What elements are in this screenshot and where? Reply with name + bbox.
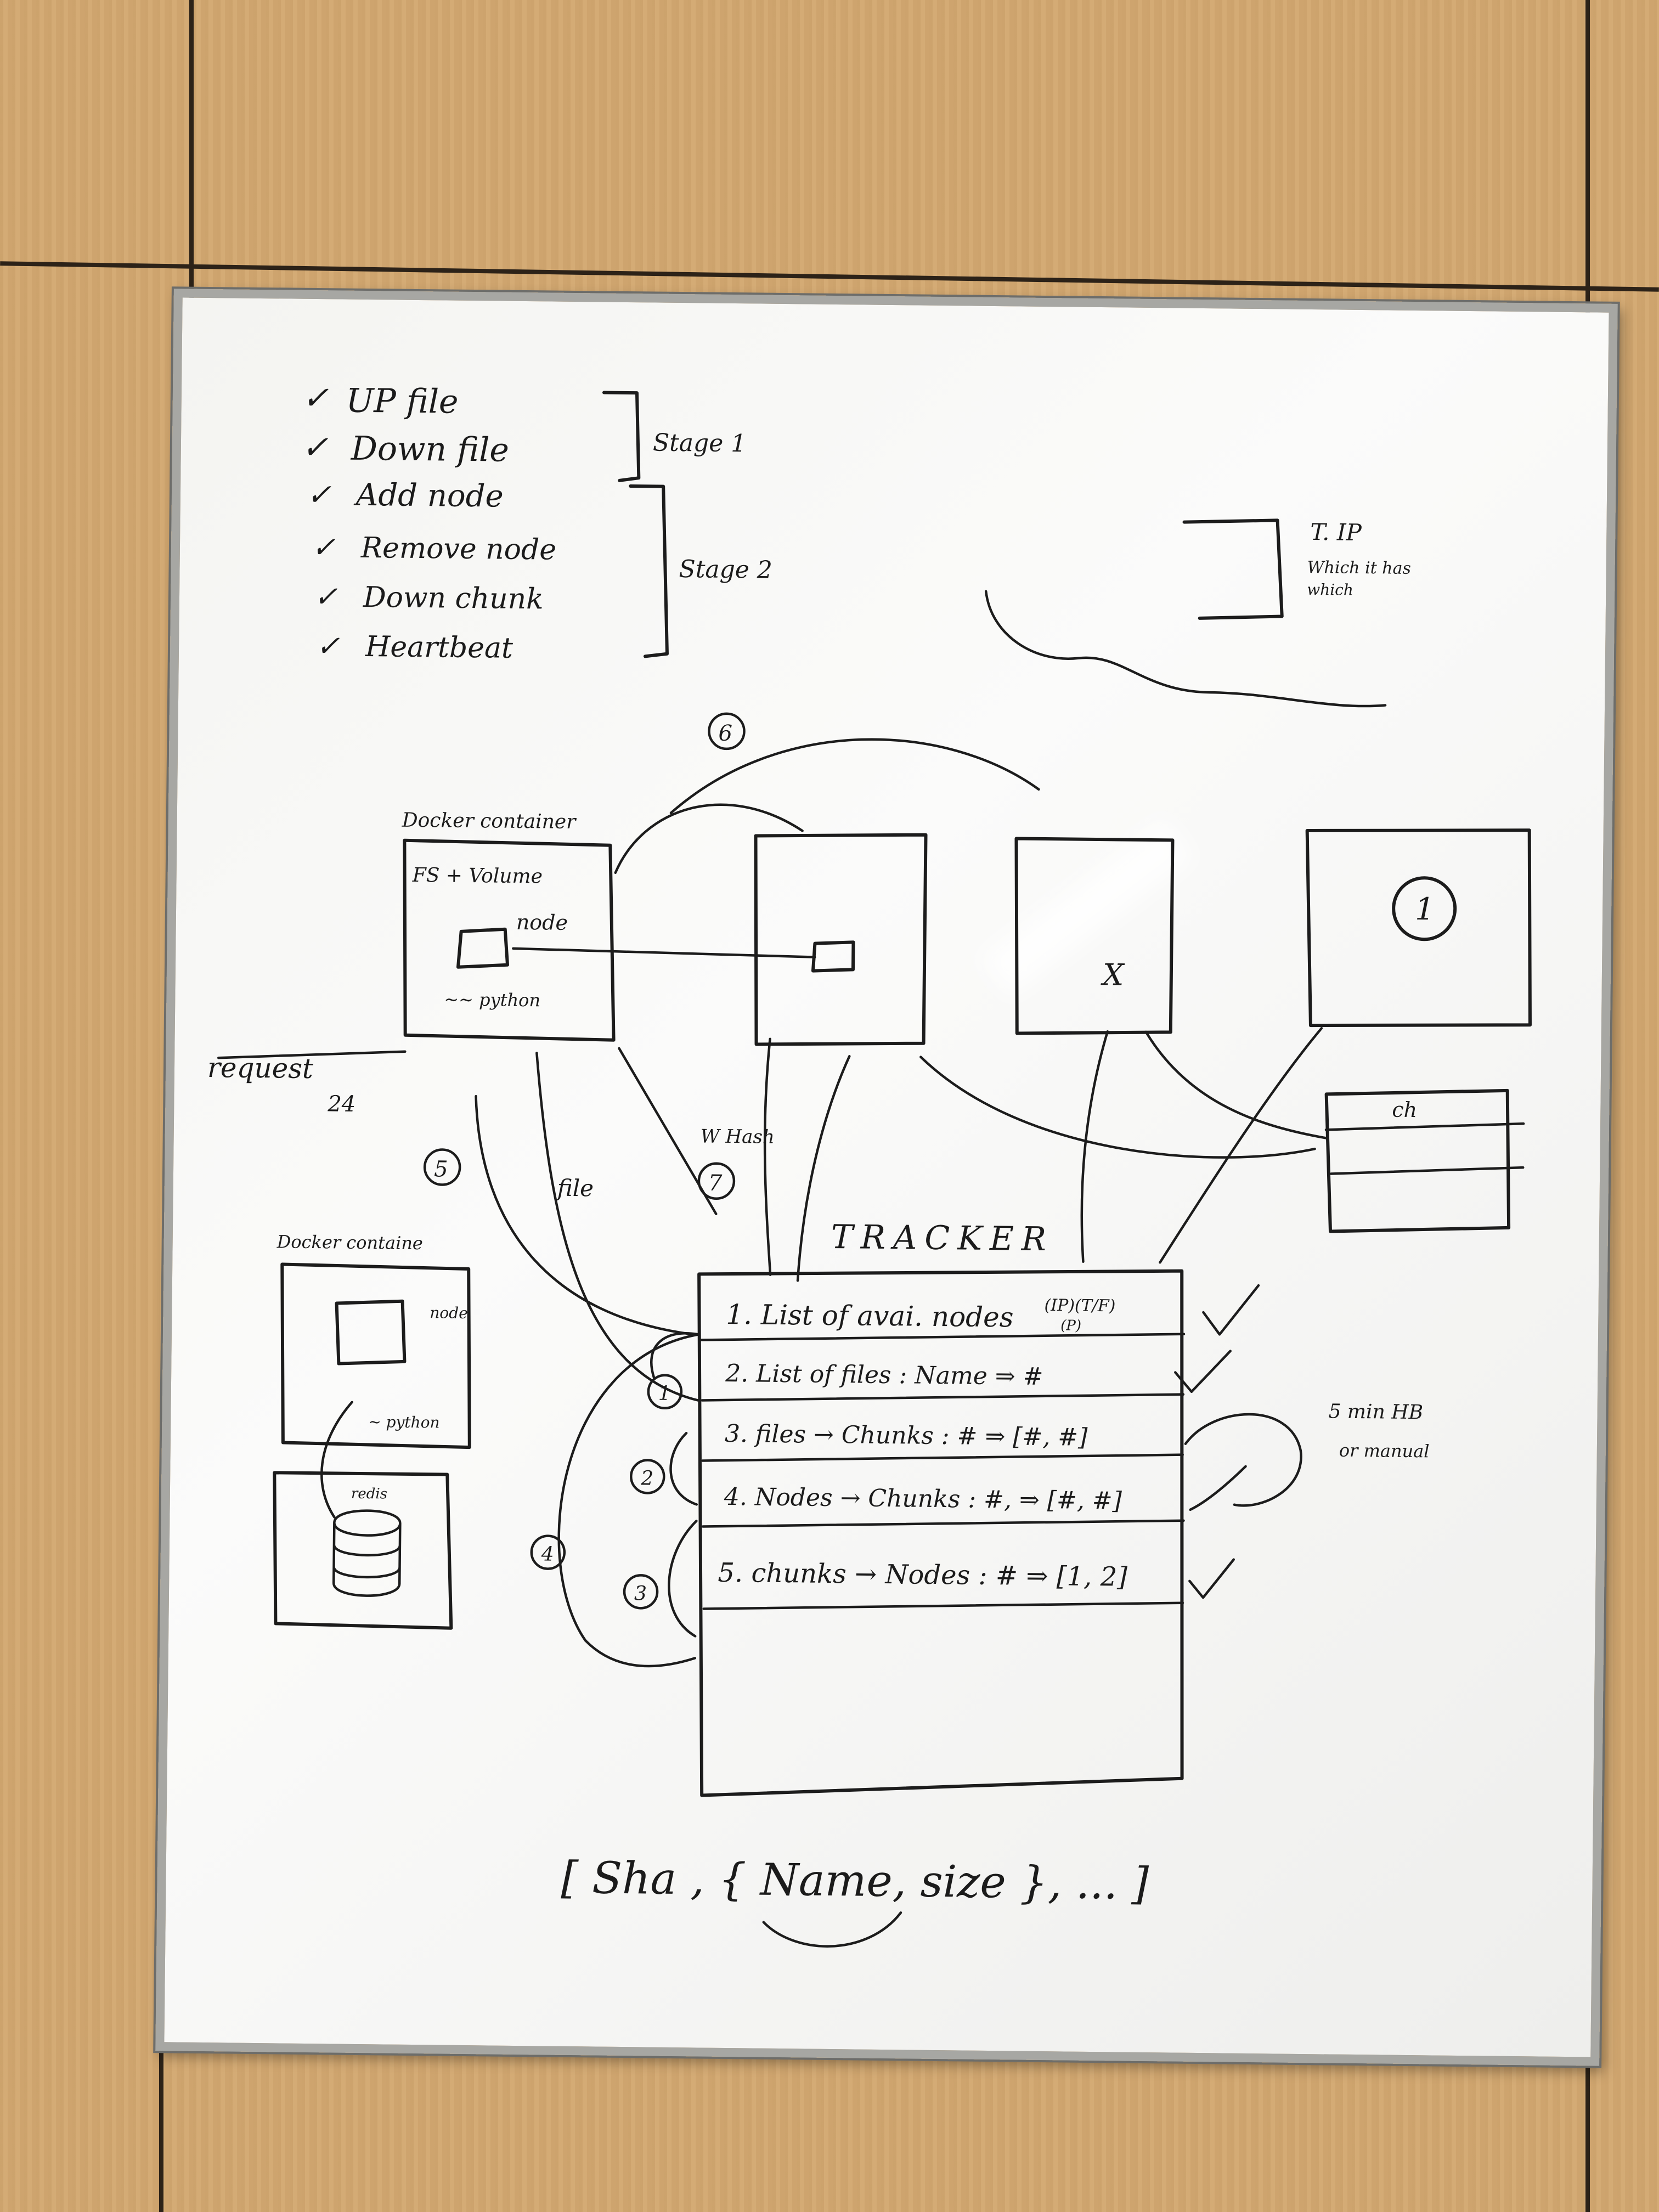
node-box-2 [754, 833, 926, 1046]
node-label: node [516, 910, 568, 935]
arc-step5 [473, 1096, 695, 1334]
side-table-lines [1325, 1121, 1523, 1176]
hb-note-1: 5 min HB [1328, 1400, 1423, 1424]
checklist-item-3: Add node [353, 477, 504, 515]
checklist-item-1: UP file [346, 382, 458, 421]
node-boxes: X 1 ch [752, 822, 1532, 1233]
node4-to-tracker [1160, 1026, 1321, 1264]
python-label: ~~ python [444, 989, 540, 1011]
step-arrows: 1 2 3 4 [531, 1331, 698, 1666]
step-2: 2 [640, 1467, 653, 1489]
panel-seam-left-lower [159, 2030, 163, 2212]
arrow-step2 [670, 1433, 697, 1504]
file-label: file [556, 1175, 594, 1202]
tracker-row-1-extra: (IP)(T/F) [1044, 1296, 1115, 1316]
stage2-label: Stage 2 [679, 555, 772, 584]
whiteboard: ✓ UP file ✓ Down file ✓ Add node ✓ Remov… [155, 289, 1617, 2066]
loop-row-4 [1190, 1466, 1246, 1510]
fs-volume-label: FS + Volume [412, 864, 543, 888]
docker-bottom-title: Docker containe [276, 1231, 424, 1254]
checklist-item-2: Down file [350, 430, 509, 470]
arc-to-node2 [616, 804, 803, 875]
node3-to-tracker [1081, 1031, 1108, 1262]
underline-curve [763, 1911, 901, 1947]
checklist-item-5: Down chunk [363, 581, 544, 616]
step-4: 4 [541, 1543, 554, 1565]
check-mark-6: ✓ [316, 630, 340, 663]
tracker-row-1-extra2: (P) [1060, 1317, 1081, 1334]
step-6: 6 [718, 721, 732, 746]
step-7: 7 [708, 1171, 723, 1196]
x-mark: X [1101, 957, 1126, 992]
check-row-1 [1203, 1285, 1259, 1335]
arrow-node-to-node [513, 949, 815, 957]
node2-to-sidetable [919, 1057, 1316, 1159]
redis-label: redis [351, 1486, 387, 1503]
loop-row-3 [1185, 1414, 1302, 1506]
check-mark-4: ✓ [312, 531, 336, 564]
docker-container-bottom: Docker containe node ~ python redis [272, 1231, 472, 1628]
tracker-row-3: 3. files → Chunks : # ⇒ [#, #] [725, 1420, 1088, 1452]
check-mark-2: ✓ [302, 428, 329, 466]
circled-one-text: 1 [1415, 891, 1435, 927]
whash-label: W Hash [701, 1125, 775, 1148]
stage1-bracket [603, 393, 640, 481]
bottom-formula-text: [ Sha , { Name, size }, ... ] [561, 1852, 1149, 1909]
which-label: Which it has [1307, 558, 1411, 578]
check-mark-3: ✓ [307, 477, 332, 512]
tip-label: T. IP [1310, 518, 1362, 546]
tracker: TRACKER 1. List of avai. nodes (IP)(T/F)… [693, 1216, 1432, 1803]
docker-bottom-node: node [430, 1304, 468, 1322]
wavy-line [985, 591, 1386, 707]
step-1: 1 [658, 1383, 671, 1405]
request-number: 24 [327, 1091, 356, 1117]
tracker-row-1: 1. List of avai. nodes [726, 1299, 1014, 1333]
node3-to-sidetable [1145, 1032, 1327, 1138]
docker-container-top: Docker container FS + Volume node ~~ pyt… [399, 809, 616, 1040]
which-label-2: which [1307, 580, 1353, 599]
docker-bottom-python: ~ python [368, 1413, 440, 1431]
request-label: request [207, 1052, 314, 1085]
check-mark-1: ✓ [302, 379, 329, 417]
step-3: 3 [634, 1582, 647, 1605]
step-5: 5 [434, 1156, 448, 1182]
whiteboard-ink: ✓ UP file ✓ Down file ✓ Add node ✓ Remov… [164, 297, 1609, 2057]
hb-note-2: or manual [1339, 1440, 1430, 1462]
tracker-row-4: 4. Nodes → Chunks : #, ⇒ [#, #] [724, 1483, 1122, 1515]
node-box [458, 929, 508, 968]
file-arrow [533, 1053, 702, 1400]
checklist: ✓ UP file ✓ Down file ✓ Add node ✓ Remov… [300, 379, 775, 668]
check-row-5 [1189, 1559, 1234, 1598]
tracker-row-5: 5. chunks → Nodes : # ⇒ [1, 2] [718, 1558, 1127, 1593]
database-icon [334, 1510, 400, 1596]
side-table [1325, 1088, 1510, 1233]
docker-top-title: Docker container [402, 809, 577, 833]
side-table-header: ch [1392, 1098, 1417, 1122]
top-right-sketch: T. IP Which it has which [985, 515, 1412, 707]
node-to-redis-arrow [321, 1402, 352, 1517]
checklist-item-6: Heartbeat [365, 630, 514, 665]
small-box [1183, 520, 1283, 619]
tracker-title: TRACKER [831, 1218, 1054, 1259]
panel-seam-left [189, 0, 194, 307]
check-mark-5: ✓ [314, 580, 338, 613]
node2-to-tracker [763, 1039, 772, 1275]
node-box-3 [1014, 838, 1173, 1035]
stage1-label: Stage 1 [653, 428, 747, 458]
arrow-step3 [668, 1521, 696, 1636]
node-box-2-inner [813, 942, 854, 972]
checklist-item-4: Remove node [360, 532, 557, 567]
tracker-box [693, 1266, 1187, 1800]
node-box-4 [1305, 828, 1532, 1028]
stage2-bracket [629, 486, 669, 657]
docker-bottom-node-box [336, 1301, 405, 1364]
tracker-row-2: 2. List of files : Name ⇒ # [725, 1359, 1043, 1391]
bottom-formula: [ Sha , { Name, size }, ... ] [560, 1852, 1149, 1950]
